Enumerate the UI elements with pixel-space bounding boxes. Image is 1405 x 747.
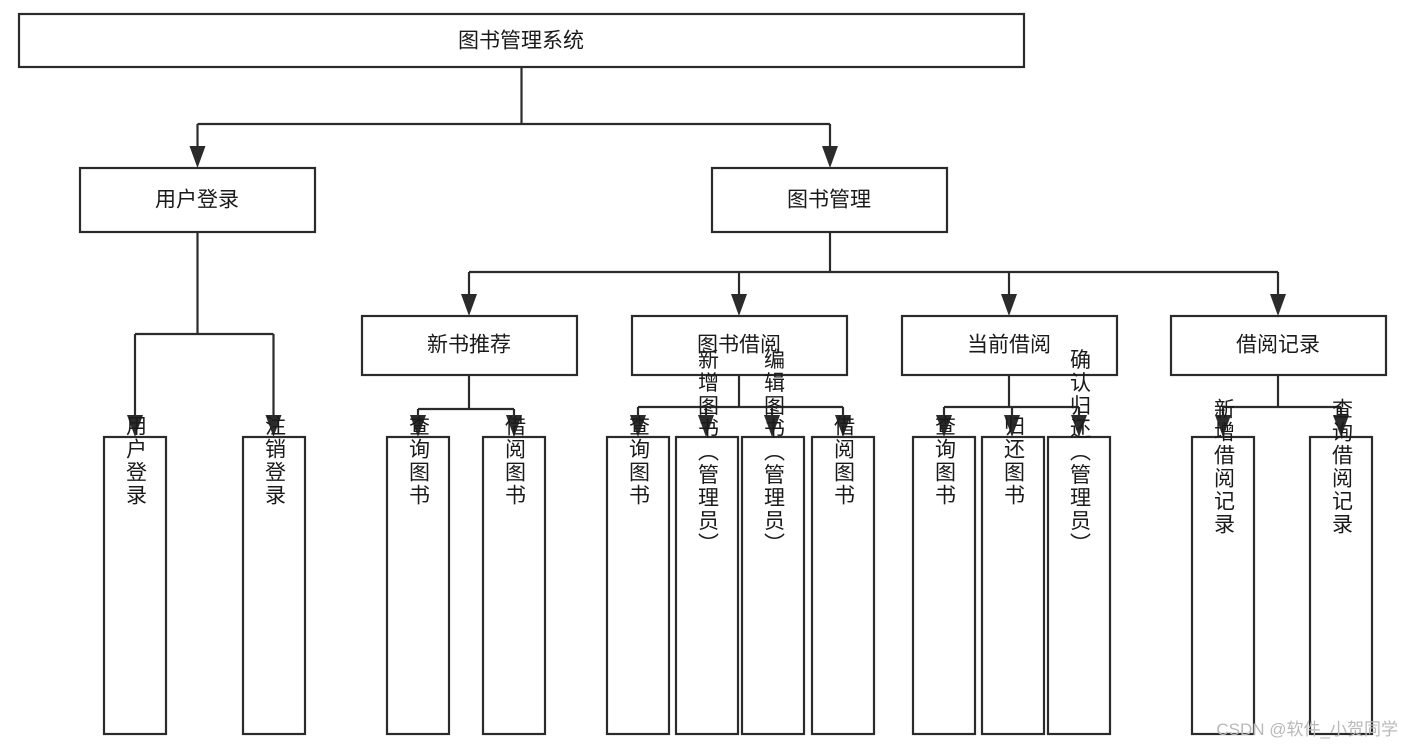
leaf-label: 新增图书（管理员）: [696, 349, 720, 556]
leaf-label: 编辑图书（管理员）: [762, 349, 786, 556]
connector-user-login-to-leaves: [127, 232, 282, 437]
leaf-label: 新增借阅记录: [1212, 398, 1236, 536]
arrowhead-leaf-3a: [630, 415, 646, 437]
arrowhead-current-borrow: [1001, 294, 1017, 316]
node-user-login-box[interactable]: [78, 166, 317, 234]
node-book-manage-label: 图书管理: [787, 189, 871, 212]
arrowhead-new-book: [461, 294, 477, 316]
node-book-borrow-label: 图书借阅: [697, 334, 781, 357]
leaf-box[interactable]: [980, 435, 1046, 736]
leaf-label: 查询借阅记录: [1330, 398, 1354, 536]
leaf-new-book-recommend-0[interactable]: 查询图书: [385, 415, 451, 736]
arrowhead-leaf-1b: [265, 415, 282, 437]
arrowhead-leaf-3c: [764, 415, 780, 437]
node-new-book-recommend-box[interactable]: [360, 314, 579, 377]
leaf-user-login-0[interactable]: 用户登录: [102, 415, 168, 736]
node-root-box[interactable]: [17, 12, 1026, 69]
node-borrow-record-label: 借阅记录: [1236, 334, 1320, 357]
node-user-login-label: 用户登录: [155, 189, 239, 212]
leaf-user-login-1[interactable]: 注销登录: [241, 415, 307, 736]
arrowhead-leaf-4b: [1004, 415, 1020, 437]
leaf-box[interactable]: [481, 435, 547, 736]
leaf-label: 查询图书: [933, 415, 957, 507]
node-book-manage[interactable]: 图书管理: [710, 166, 949, 234]
node-root-label: 图书管理系统: [458, 30, 584, 53]
arrowhead-leaf-1a: [127, 415, 143, 437]
arrowhead-book-borrow: [731, 294, 747, 316]
connector-book-manage-to-level3: [461, 232, 1286, 316]
connector-current-borrow-to-leaves: [936, 375, 1087, 437]
arrowhead-leaf-3b: [698, 415, 714, 437]
leaf-current-borrow-2[interactable]: 确认归还（管理员）: [1046, 349, 1112, 736]
leaf-box[interactable]: [810, 435, 876, 736]
leaf-box[interactable]: [385, 435, 451, 736]
leaf-new-book-recommend-1[interactable]: 借阅图书: [481, 415, 547, 736]
arrowhead-leaf-5b: [1333, 415, 1349, 437]
leaf-label: 用户登录: [124, 415, 148, 507]
node-current-borrow[interactable]: 当前借阅: [900, 314, 1119, 377]
leaf-label: 确认归还（管理员）: [1068, 349, 1092, 556]
leaf-box[interactable]: [674, 435, 740, 736]
node-book-manage-box[interactable]: [710, 166, 949, 234]
csdn-watermark: CSDN @软件_小贺同学: [1216, 720, 1398, 739]
connector-book-borrow-to-leaves: [630, 375, 851, 437]
arrowhead-book-manage: [822, 146, 838, 168]
leaf-label: 查询图书: [627, 415, 651, 507]
arrowhead-leaf-2b: [506, 415, 522, 437]
leaf-book-borrow-3[interactable]: 借阅图书: [810, 415, 876, 736]
leaf-book-borrow-1[interactable]: 新增图书（管理员）: [674, 349, 740, 736]
arrowhead-borrow-record: [1270, 294, 1286, 316]
node-current-borrow-label: 当前借阅: [967, 334, 1051, 357]
leaf-box[interactable]: [1190, 435, 1256, 736]
leaf-box[interactable]: [241, 435, 307, 736]
leaf-box[interactable]: [605, 435, 671, 736]
leaf-box[interactable]: [911, 435, 977, 736]
leaf-label: 注销登录: [263, 415, 287, 507]
node-user-login[interactable]: 用户登录: [78, 166, 317, 234]
leaf-book-borrow-0[interactable]: 查询图书: [605, 415, 671, 736]
leaf-box[interactable]: [740, 435, 806, 736]
node-borrow-record[interactable]: 借阅记录: [1169, 314, 1388, 377]
connector-new-book-to-leaves: [410, 375, 522, 437]
leaf-label: 借阅图书: [503, 415, 527, 507]
leaf-current-borrow-0[interactable]: 查询图书: [911, 415, 977, 736]
leaf-box[interactable]: [102, 435, 168, 736]
node-book-borrow-box[interactable]: [630, 314, 849, 377]
node-new-book-recommend[interactable]: 新书推荐: [360, 314, 579, 377]
arrowhead-leaf-4c: [1071, 415, 1087, 437]
node-current-borrow-box[interactable]: [900, 314, 1119, 377]
leaf-label: 归还图书: [1002, 415, 1026, 507]
leaf-box[interactable]: [1046, 435, 1112, 736]
leaf-label: 借阅图书: [832, 415, 856, 507]
leaf-borrow-record-1[interactable]: 查询借阅记录: [1308, 398, 1374, 736]
connector-root-to-level2: [189, 67, 838, 168]
arrowhead-leaf-2a: [410, 415, 426, 437]
node-new-book-recommend-label: 新书推荐: [427, 334, 511, 357]
arrowhead-leaf-3d: [835, 415, 851, 437]
leaf-current-borrow-1[interactable]: 归还图书: [980, 415, 1046, 736]
leaf-label: 查询图书: [407, 415, 431, 507]
leaf-box[interactable]: [1308, 435, 1374, 736]
node-root[interactable]: 图书管理系统: [17, 12, 1026, 69]
leaf-borrow-record-0[interactable]: 新增借阅记录: [1190, 398, 1256, 736]
node-borrow-record-box[interactable]: [1169, 314, 1388, 377]
connector-borrow-record-to-leaves: [1215, 375, 1349, 437]
arrowhead-user-login: [189, 146, 206, 168]
arrowhead-leaf-4a: [936, 415, 952, 437]
arrowhead-leaf-5a: [1215, 415, 1231, 437]
leaf-book-borrow-2[interactable]: 编辑图书（管理员）: [740, 349, 806, 736]
node-book-borrow[interactable]: 图书借阅: [630, 314, 849, 377]
